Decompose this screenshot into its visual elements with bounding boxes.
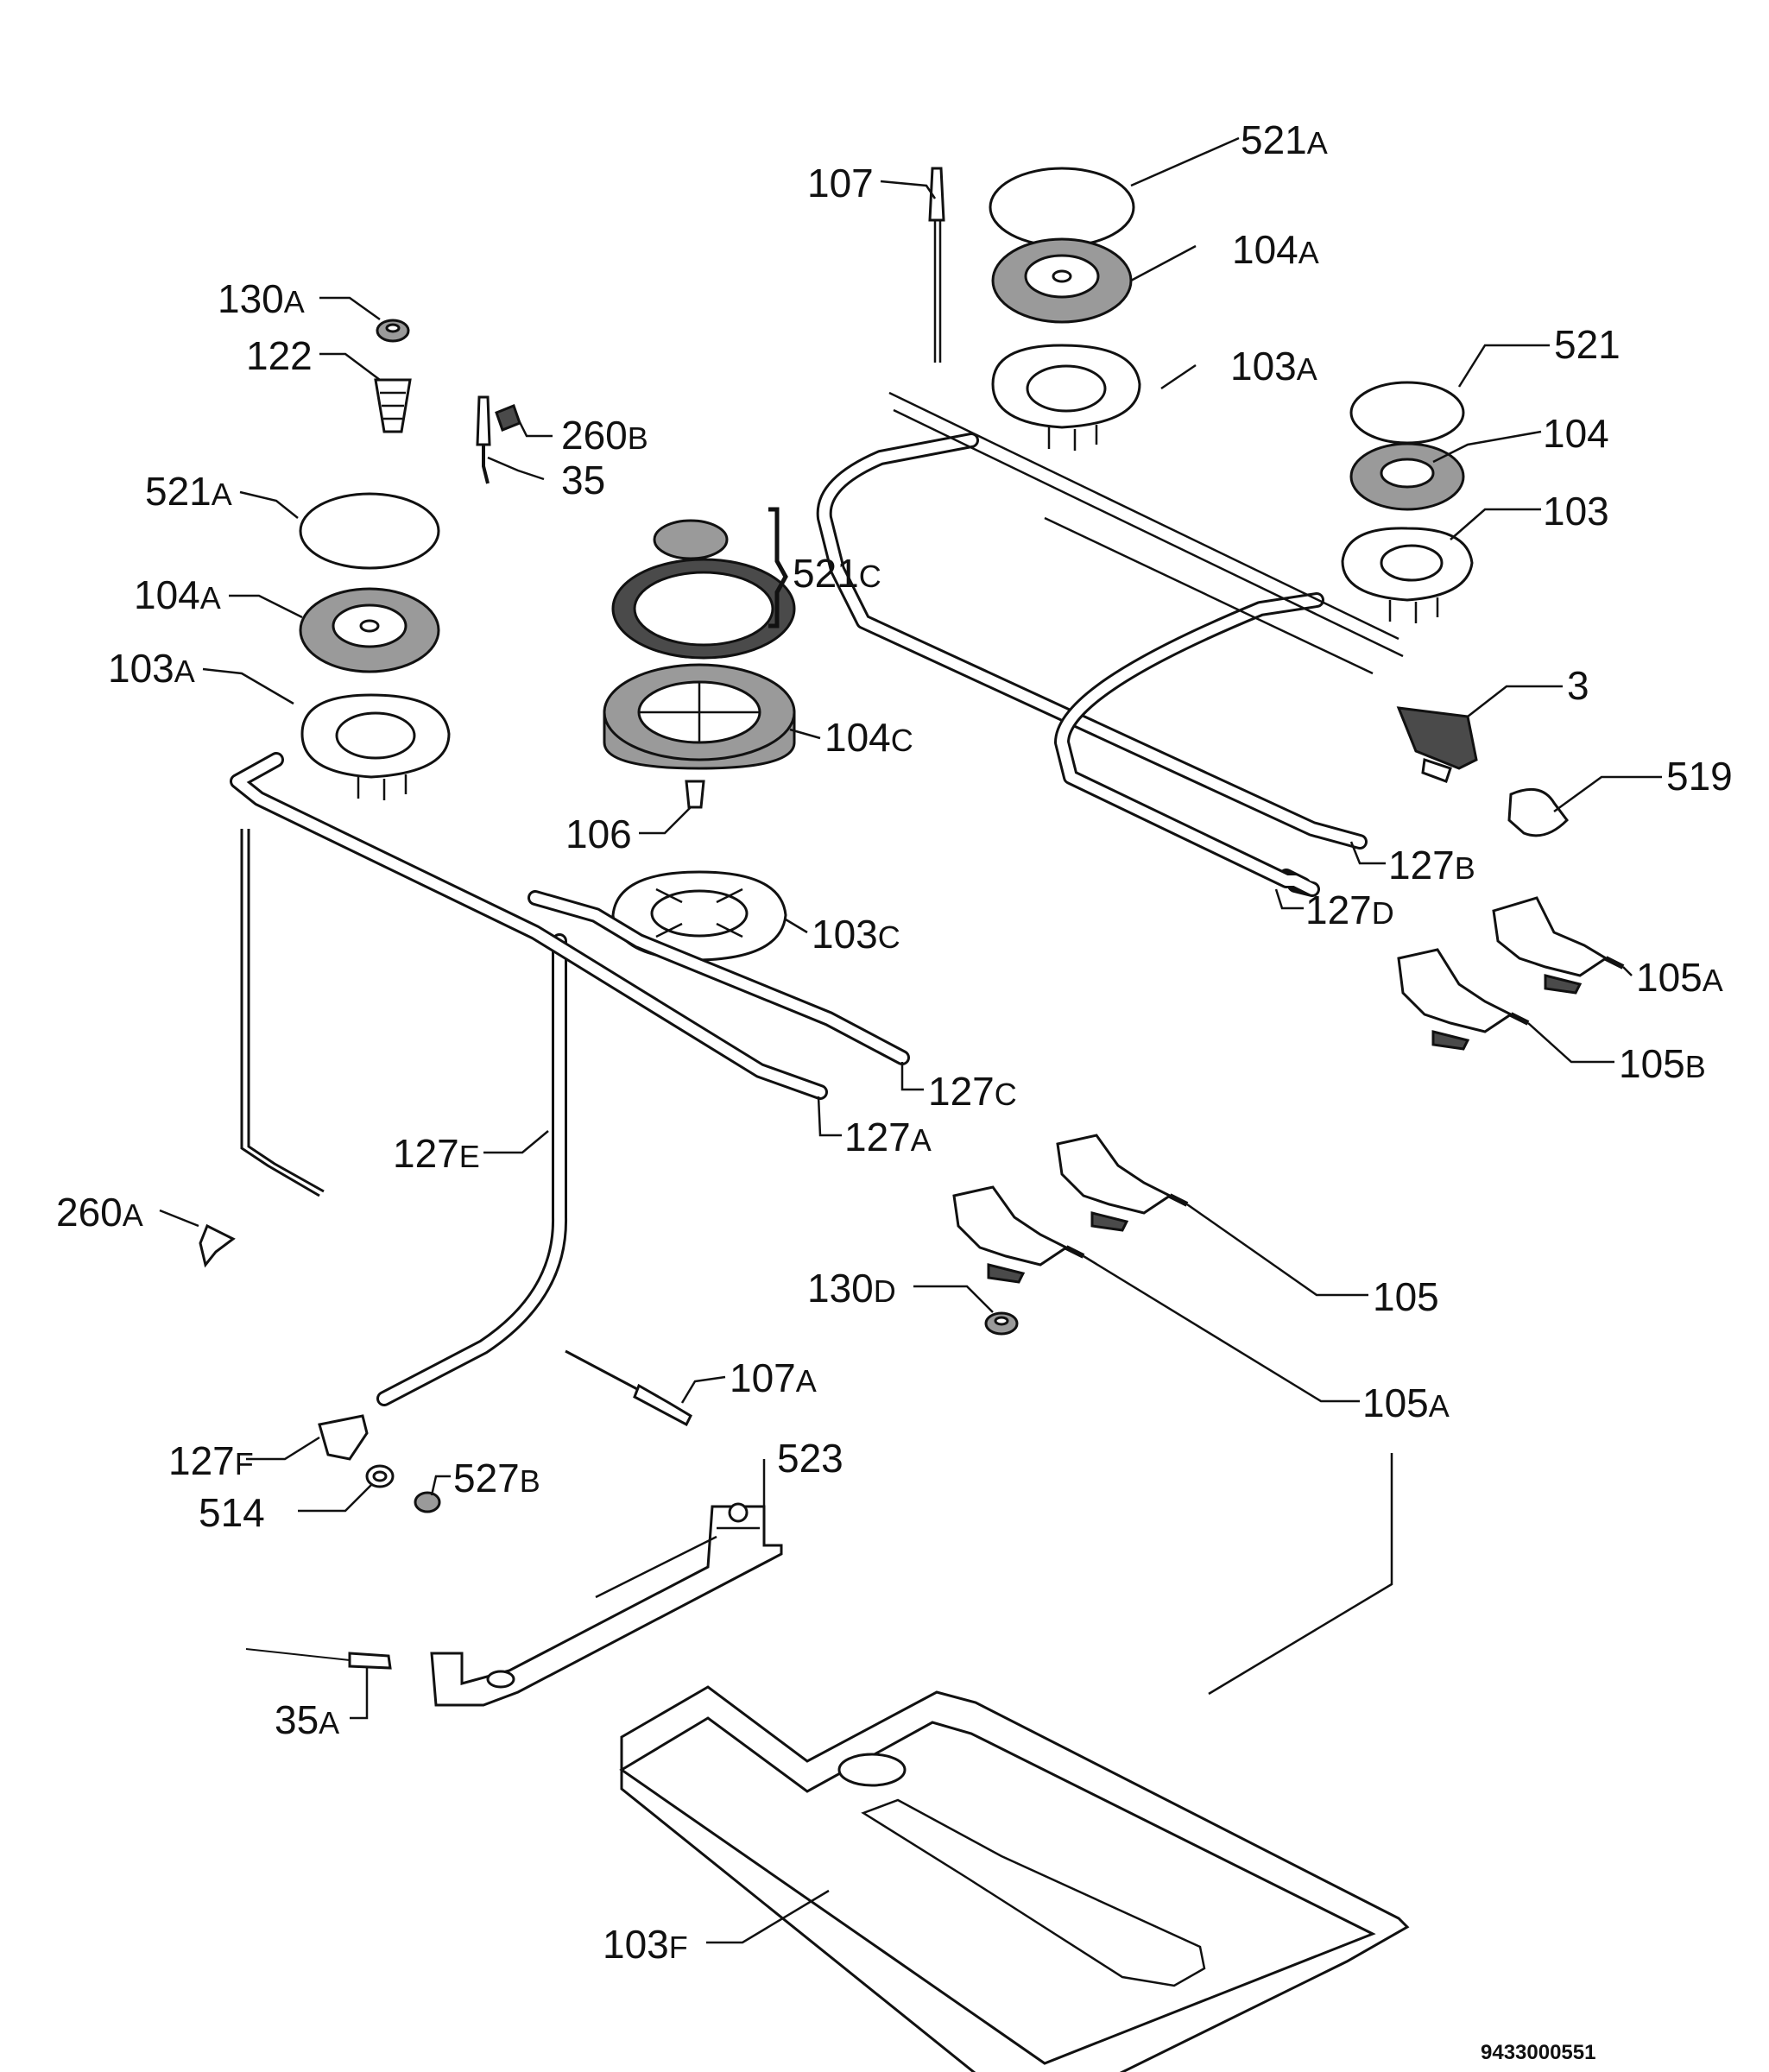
gas-pipe-127e [376, 933, 568, 1406]
label-130a: 130A [218, 276, 305, 321]
label-103a-left: 103A [108, 646, 195, 691]
tap-valve-105a-right [1492, 896, 1625, 995]
thermocouple-wire-left [240, 829, 325, 1197]
nut-527b [414, 1491, 441, 1513]
burner-cap-521 [1349, 381, 1465, 445]
injector-106 [685, 780, 705, 809]
gas-pipe-127d [1054, 592, 1324, 897]
label-127c: 127C [928, 1069, 1017, 1114]
injector-122 [374, 378, 412, 433]
label-127b: 127B [1388, 843, 1475, 888]
part-labels: 521A 107 104A 130A 122 103A 521 260B 104… [56, 117, 1733, 1967]
gas-pipe-127c [528, 890, 910, 1065]
label-127e: 127E [393, 1131, 480, 1176]
label-127a: 127A [844, 1115, 932, 1159]
label-105: 105 [1373, 1274, 1439, 1319]
burner-base-103a-top [991, 344, 1141, 451]
diagram-reference-code: 9433000551 [1481, 2041, 1595, 2064]
label-107-top: 107 [807, 161, 874, 205]
label-523: 523 [777, 1436, 843, 1481]
label-35a: 35A [275, 1697, 339, 1742]
label-519: 519 [1666, 754, 1733, 799]
label-521a-top: 521A [1241, 117, 1328, 162]
tap-valve-105a-bottom [952, 1185, 1085, 1284]
burner-cap-521a-left [299, 492, 440, 570]
clip-260a [199, 1223, 236, 1268]
label-106: 106 [565, 812, 632, 856]
leader-lines [159, 136, 1662, 1944]
label-521c: 521C [793, 551, 881, 596]
burner-tray-103f [619, 1685, 1410, 2072]
electrode-35 [476, 395, 491, 484]
burner-crown-104c [603, 663, 796, 770]
label-104c: 104C [824, 715, 913, 760]
gas-pipe-127a [230, 752, 828, 1100]
label-514: 514 [199, 1490, 265, 1535]
label-122: 122 [246, 333, 313, 378]
burner-base-103 [1341, 527, 1474, 623]
burner-crown-104 [1349, 442, 1465, 511]
label-105a-right: 105A [1636, 955, 1723, 1000]
label-521a-left: 521A [145, 469, 232, 514]
label-527b: 527B [453, 1456, 540, 1500]
bracket-523 [430, 1502, 783, 1707]
label-130d: 130D [807, 1266, 896, 1311]
tap-valve-105 [1056, 1134, 1189, 1232]
label-103: 103 [1543, 489, 1609, 534]
burner-crown-104a-top [991, 237, 1133, 324]
label-103f: 103F [603, 1922, 688, 1967]
label-127f: 127F [168, 1438, 254, 1483]
elbow-fitting-127f [318, 1414, 369, 1461]
burner-cap-521c-small [653, 519, 729, 560]
label-104: 104 [1543, 411, 1609, 456]
label-104a-left: 104A [134, 572, 221, 617]
label-105a-bottom: 105A [1362, 1380, 1450, 1425]
burner-cap-521a-top [989, 167, 1135, 248]
tap-valve-105b [1397, 948, 1530, 1051]
label-103a-top: 103A [1230, 344, 1317, 388]
label-260a: 260A [56, 1190, 143, 1235]
cover-plate-519 [1507, 787, 1569, 837]
label-260b: 260B [561, 413, 648, 458]
gas-valve-3 [1396, 706, 1478, 783]
thermocouple-107 [928, 167, 945, 363]
gas-pipe-rear-rails [888, 391, 1404, 675]
clip-260b [495, 404, 521, 432]
label-521: 521 [1554, 322, 1621, 367]
label-35: 35 [561, 458, 605, 502]
label-104a-top: 104A [1232, 227, 1319, 272]
nut-130d [984, 1311, 1019, 1336]
gas-pipe-127b [816, 433, 1368, 850]
burner-ring-521c-large [611, 558, 796, 660]
label-107a: 107A [730, 1355, 817, 1400]
label-103c: 103C [812, 912, 900, 957]
burner-base-103a-left [300, 693, 451, 800]
assembly-bracket-line [1208, 1453, 1393, 1696]
electrode-35a [245, 1648, 392, 1670]
fitting-514 [365, 1464, 395, 1488]
label-105b: 105B [1619, 1041, 1706, 1086]
label-127d: 127D [1305, 888, 1394, 932]
thermocouple-107a [565, 1349, 692, 1427]
brace-521c [768, 507, 788, 629]
burner-crown-104a-left [299, 587, 440, 673]
label-3: 3 [1567, 663, 1589, 708]
nut-130a [376, 319, 410, 343]
